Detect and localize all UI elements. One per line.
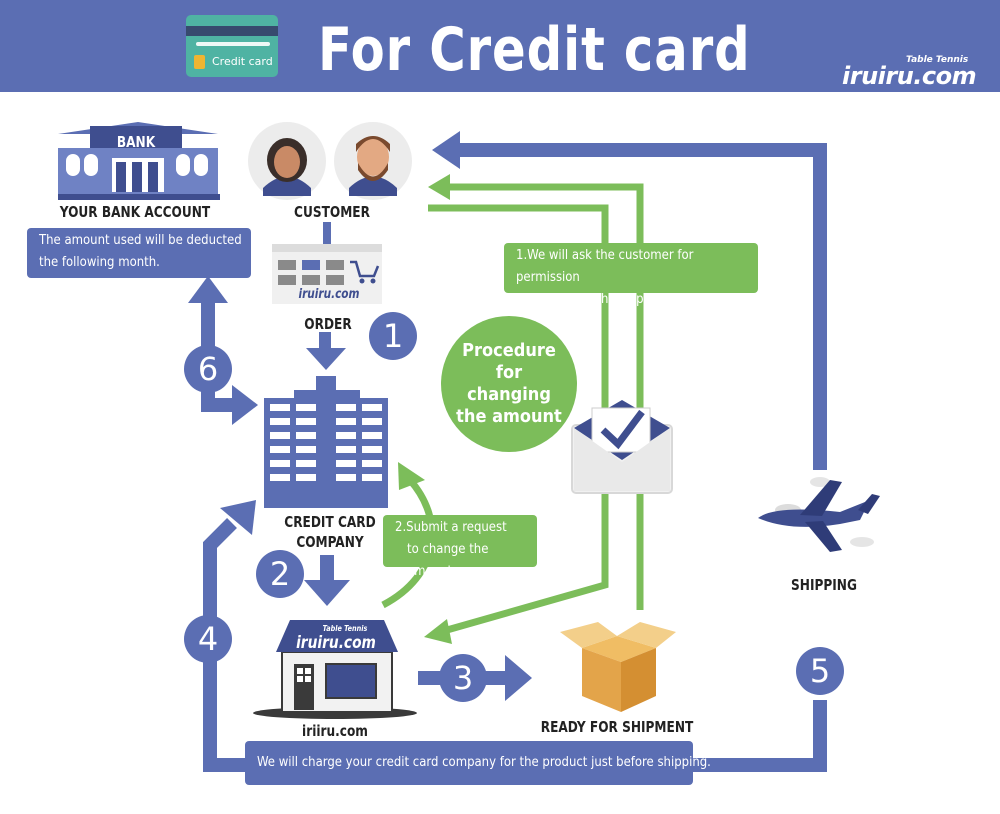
arrow-head-credit-6 bbox=[232, 385, 258, 425]
credit-company-building bbox=[264, 376, 388, 508]
credit-card-icon: Credit card bbox=[186, 15, 278, 77]
permission-line-2: to increase the shipping cost. bbox=[528, 292, 701, 307]
arrow-head-green-credit bbox=[398, 462, 425, 490]
page-title: For Credit card bbox=[318, 15, 751, 85]
bank-icon bbox=[58, 122, 220, 200]
charge-note: We will charge your credit card company … bbox=[245, 741, 711, 785]
bank-sign: BANK bbox=[116, 133, 156, 151]
arrow-head-green-shop bbox=[424, 619, 452, 644]
submit-line-2: to change the amount. bbox=[407, 542, 489, 579]
brand-tagline: Table Tennis bbox=[906, 55, 969, 65]
arrow-head-green-top bbox=[428, 174, 450, 200]
order-label: ORDER bbox=[304, 315, 352, 333]
step-5: 5 bbox=[796, 647, 844, 695]
permission-line-1: 1.We will ask the customer for permissio… bbox=[516, 248, 694, 285]
shipping-label: SHIPPING bbox=[791, 576, 857, 594]
envelope-icon bbox=[571, 400, 673, 494]
customer-avatars bbox=[248, 122, 412, 200]
arrow-charge-to-shipping bbox=[690, 700, 827, 772]
shipment-box-icon bbox=[560, 622, 676, 712]
arrow-credit-bank bbox=[201, 300, 238, 412]
order-browser-icon bbox=[272, 244, 382, 304]
procedure-label: Procedure for changing the amount bbox=[456, 340, 562, 427]
shop-brand-small: Table Tennis bbox=[322, 624, 368, 633]
airplane-icon bbox=[758, 477, 880, 552]
shop-label: iriiru.com bbox=[302, 722, 368, 740]
bank-note-line-2: the following month. bbox=[39, 255, 160, 270]
arrow-shop-to-shipment bbox=[505, 655, 532, 701]
arrow-order-to-credit bbox=[306, 348, 346, 370]
header-bar: Credit card For Credit card Table Tennis… bbox=[0, 0, 1000, 92]
arrow-head-bank bbox=[188, 276, 228, 303]
arrow-credit-to-shop bbox=[304, 580, 350, 606]
credit-company-line-1: CREDIT CARD bbox=[284, 513, 376, 531]
step-2: 2 bbox=[256, 550, 304, 598]
procedure-circle: Procedure for changing the amount bbox=[441, 316, 577, 452]
arrow-head-credit-4 bbox=[220, 500, 256, 535]
brand-logo: iruiru.com bbox=[842, 62, 977, 90]
customer-label: CUSTOMER bbox=[294, 203, 370, 221]
arrow-shipping-to-customer bbox=[455, 143, 827, 470]
step-4: 4 bbox=[184, 615, 232, 663]
step-6: 6 bbox=[184, 345, 232, 393]
arrow-head-customer bbox=[432, 131, 460, 169]
bank-label: YOUR BANK ACCOUNT bbox=[59, 203, 211, 221]
bank-note-line-1: The amount used will be deducted bbox=[39, 233, 242, 248]
order-brand: iruiru.com bbox=[298, 287, 360, 302]
permission-note: 1.We will ask the customer for permissio… bbox=[504, 243, 758, 307]
credit-company-line-2: COMPANY bbox=[296, 533, 364, 551]
step-3: 3 bbox=[439, 654, 487, 702]
step-1: 1 bbox=[369, 312, 417, 360]
shop-icon bbox=[253, 620, 417, 719]
shipment-label: READY FOR SHIPMENT bbox=[540, 718, 694, 736]
arrow-customer-to-shop bbox=[428, 204, 609, 636]
bank-note: The amount used will be deducted the fol… bbox=[27, 228, 251, 278]
card-label: Credit card bbox=[212, 55, 273, 68]
credit-company-label: CREDIT CARD COMPANY bbox=[276, 512, 384, 552]
submit-line-1: 2.Submit a request bbox=[395, 520, 507, 535]
shop-brand: iruiru.com bbox=[296, 633, 376, 653]
submit-note: 2.Submit a request to change the amount. bbox=[383, 515, 537, 579]
